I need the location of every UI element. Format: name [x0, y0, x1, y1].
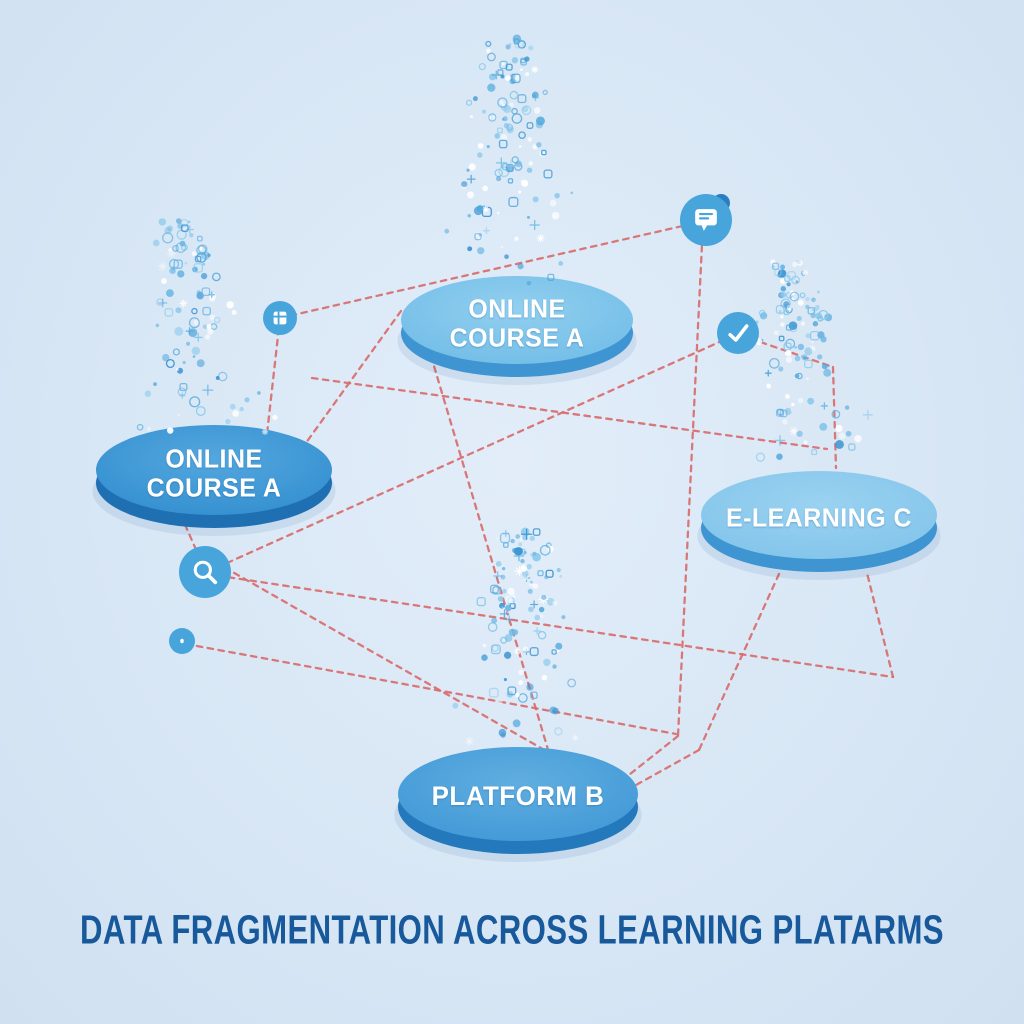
chat-icon — [695, 209, 717, 231]
diagram-title: DATA FRAGMENTATION ACROSS LEARNING PLATA… — [80, 907, 944, 954]
chat-node — [680, 194, 732, 246]
data-particle-spray — [755, 259, 873, 462]
dashed-connection-line — [205, 572, 895, 679]
platform-platform-b — [394, 747, 642, 862]
platform-e-learning-c — [697, 471, 941, 580]
dashed-connection-line — [634, 748, 701, 787]
dashed-connection-line — [301, 309, 403, 449]
platform-top-face — [701, 471, 937, 559]
table-icon — [273, 311, 287, 325]
node-circle — [717, 312, 759, 354]
search-node — [179, 546, 231, 598]
dashed-connection-line — [310, 376, 829, 451]
data-particle-spray — [444, 34, 574, 286]
check-icon — [728, 324, 749, 342]
dot-icon — [180, 638, 184, 644]
platform-online-course-a-top — [397, 276, 637, 385]
node-circle — [179, 546, 231, 598]
platform-top-face — [398, 747, 638, 841]
table-node — [263, 301, 297, 335]
dashed-connection-line — [184, 642, 678, 736]
check-node — [717, 312, 759, 354]
dashed-connection-line — [865, 571, 895, 679]
dashed-connection-line — [697, 572, 781, 752]
dot-node — [169, 628, 195, 654]
search-icon — [193, 560, 218, 585]
data-particle-spray — [452, 527, 579, 746]
dashed-connection-line — [265, 316, 282, 436]
dashed-connection-line — [278, 220, 702, 320]
dashed-connection-line — [676, 222, 705, 738]
platform-top-face — [96, 425, 332, 515]
diagram-title-text: DATA FRAGMENTATION ACROSS LEARNING PLATA… — [80, 906, 944, 953]
platform-online-course-a-left — [92, 425, 336, 536]
dashed-connection-line — [213, 560, 550, 754]
connection-lines — [158, 220, 895, 792]
platform-top-face — [401, 276, 633, 364]
dashed-connection-line — [205, 333, 737, 574]
data-particle-spray — [136, 218, 278, 435]
